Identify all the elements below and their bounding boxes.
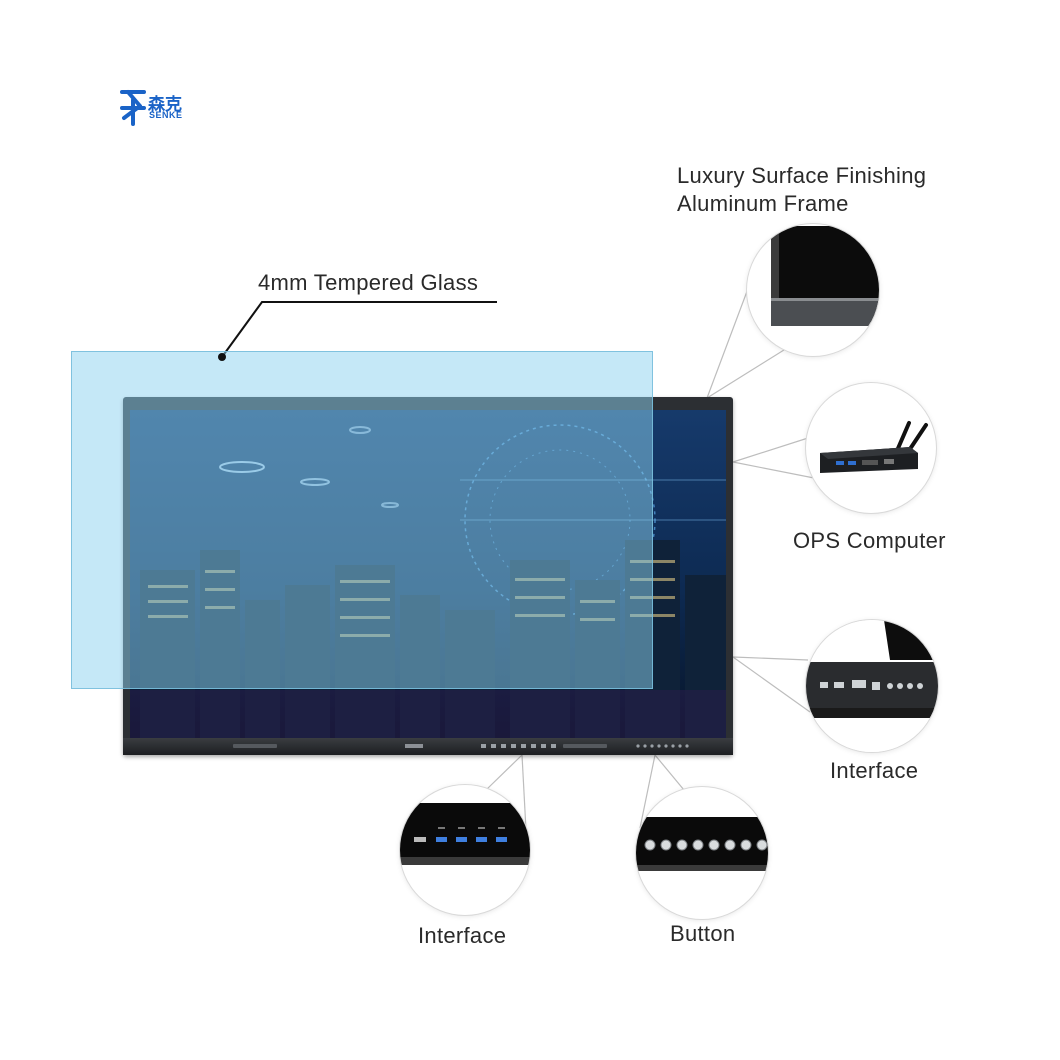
aluminum-frame-label: Aluminum Frame: [677, 191, 849, 216]
senke-logo-icon: [120, 90, 146, 126]
ops-computer-icon: [820, 421, 928, 473]
luxury-surface-label: Luxury Surface Finishing: [677, 163, 927, 188]
side-interface-ports-icon: [806, 620, 938, 752]
aluminum-frame-corner-icon: [771, 226, 879, 326]
bezel-ports-and-buttons: [233, 744, 689, 748]
front-usb-ports-icon: [400, 803, 530, 865]
monitor-bottom-bezel: [123, 738, 733, 755]
front-buttons-zoom: [636, 787, 768, 919]
side-interface-zoom: [806, 620, 938, 752]
aluminum-frame-zoom: [747, 224, 879, 356]
interface-right-label: Interface: [830, 758, 919, 783]
logo-english-text: SENKE: [149, 110, 183, 120]
interface-bottom-label: Interface: [418, 923, 507, 948]
button-label: Button: [670, 921, 736, 946]
front-interface-zoom: [400, 785, 530, 915]
tempered-glass-layer: [71, 351, 653, 689]
ops-computer-zoom: [806, 383, 936, 513]
senke-logo: 森克 SENKE: [118, 86, 198, 126]
tempered-glass-label: 4mm Tempered Glass: [258, 270, 479, 295]
ops-computer-label: OPS Computer: [793, 528, 946, 553]
front-buttons-icon: [636, 817, 768, 871]
logo-chinese-text: 森克: [148, 95, 182, 115]
glass-leader-dot: [218, 353, 226, 361]
